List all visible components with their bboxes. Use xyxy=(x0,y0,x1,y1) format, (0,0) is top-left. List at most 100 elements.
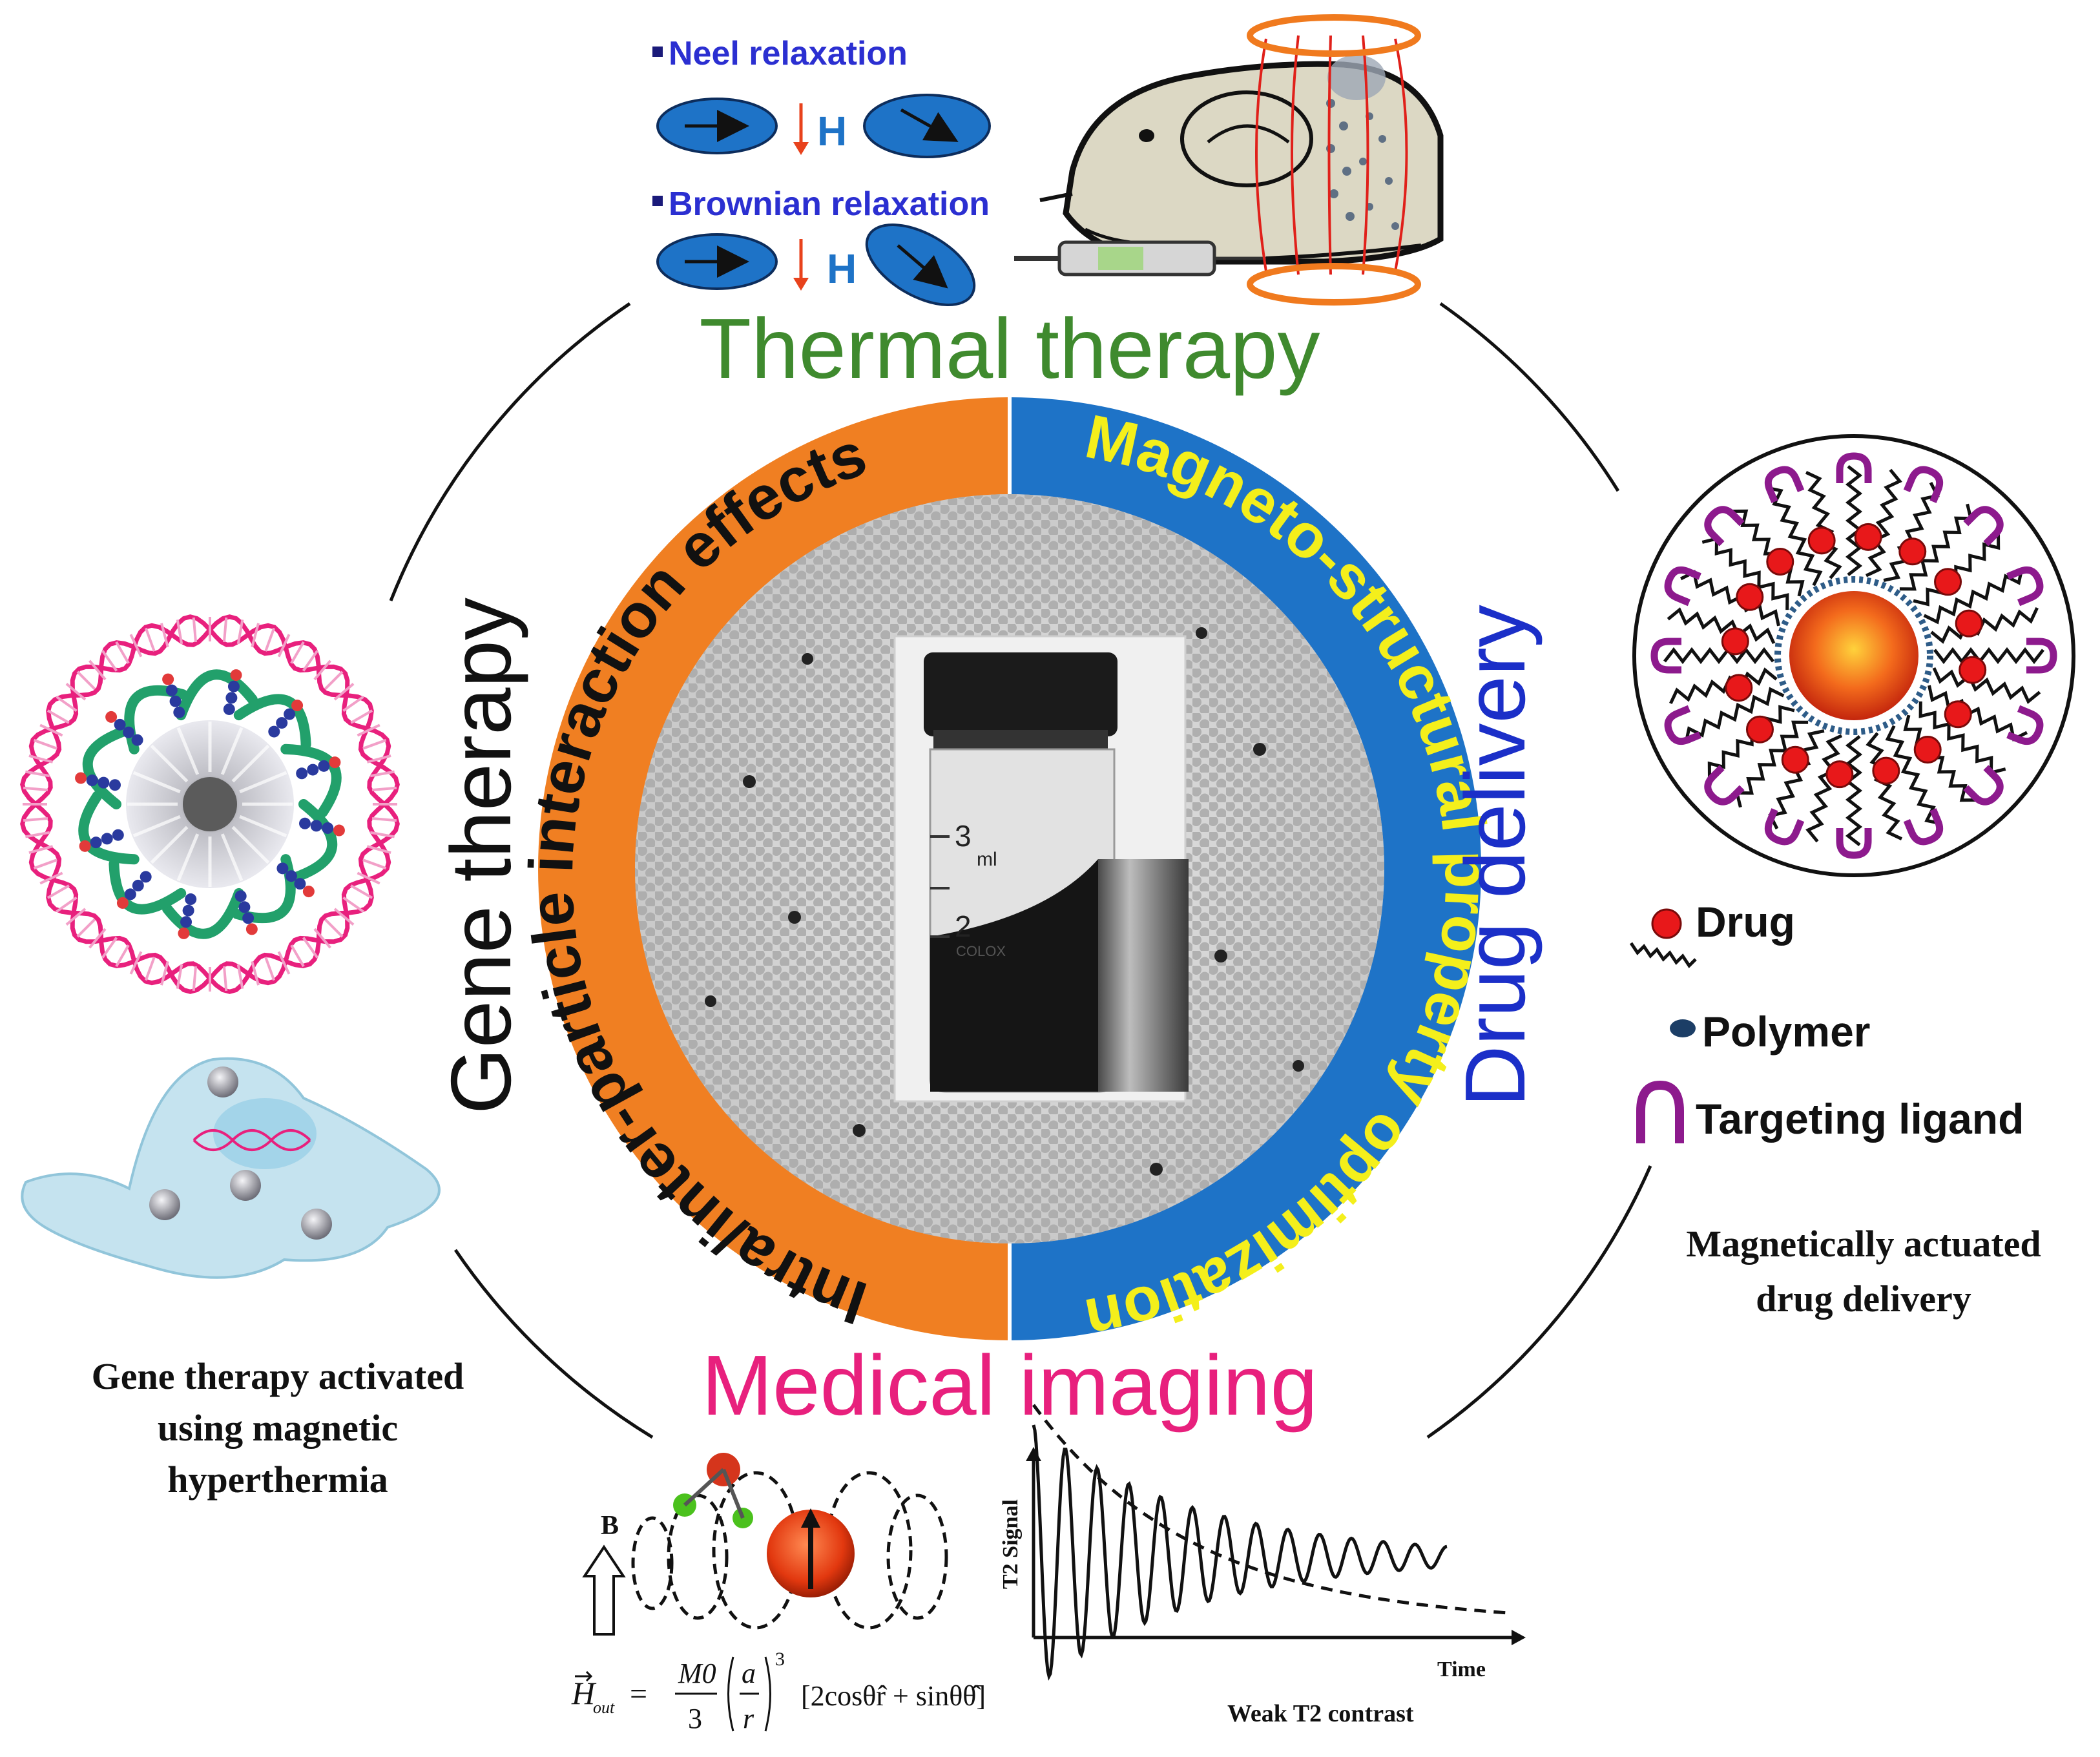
dna-rung xyxy=(129,951,143,975)
polymer-chain xyxy=(1845,735,1863,846)
blue-bead xyxy=(86,775,98,787)
targeting-ligand xyxy=(1704,765,1745,806)
dna-rung xyxy=(333,908,355,926)
green-strand xyxy=(82,726,129,809)
blue-bead xyxy=(185,893,197,906)
svg-text:3: 3 xyxy=(775,1648,785,1670)
blue-bead xyxy=(296,767,308,780)
blue-bead xyxy=(178,927,190,939)
blue-bead xyxy=(245,923,258,935)
dna-rung xyxy=(290,944,305,968)
targeting-ligand xyxy=(1664,705,1701,745)
dna-rung xyxy=(160,961,169,986)
time-axis-label: Time xyxy=(1437,1658,1486,1681)
dna-rung xyxy=(39,871,63,885)
dna-rung xyxy=(88,928,107,949)
core-ray xyxy=(176,727,200,775)
dna-rung xyxy=(264,957,276,981)
field-label-neel: H xyxy=(817,108,847,154)
targeting-ligand xyxy=(1650,638,1681,674)
blue-bead xyxy=(109,779,121,791)
dna-rung xyxy=(342,696,364,712)
blue-bead xyxy=(242,912,255,924)
field-label-brownian: H xyxy=(827,245,857,292)
polymer-chain xyxy=(1684,687,1785,743)
targeting-ligand xyxy=(1664,566,1701,607)
blue-bead xyxy=(225,692,238,704)
blue-bead xyxy=(140,871,152,883)
dna-rung xyxy=(56,696,78,712)
dna-rung xyxy=(313,660,331,681)
polymer-chain xyxy=(1667,607,1776,645)
dna-rung xyxy=(362,738,387,750)
blue-bead xyxy=(318,760,330,772)
gene-caption-line1: Gene therapy activated xyxy=(92,1355,464,1397)
blue-bead xyxy=(276,717,288,729)
blue-bead xyxy=(310,820,322,832)
targeting-ligand xyxy=(1963,506,2004,546)
legend-ligand-icon xyxy=(1636,1080,1684,1143)
blue-bead xyxy=(329,756,341,769)
targeting-ligand xyxy=(1764,466,1805,503)
t2-axis-label: T2 Signal xyxy=(999,1499,1023,1589)
polymer-chain xyxy=(1701,536,1789,610)
dna-rung xyxy=(357,871,380,885)
targeting-ligand xyxy=(1836,828,1872,859)
blue-bead xyxy=(234,890,247,902)
drug-dot xyxy=(1898,537,1927,566)
blue-bead xyxy=(182,904,194,917)
blue-bead xyxy=(322,822,334,834)
blue-bead xyxy=(131,734,143,746)
drug-dot xyxy=(1854,523,1882,551)
brownian-label: Brownian relaxation xyxy=(669,185,990,223)
targeting-ligand xyxy=(1836,452,1872,483)
blue-bead xyxy=(333,824,345,837)
dna-rung xyxy=(236,964,244,989)
legend-polymer-label: Polymer xyxy=(1702,1008,1870,1055)
targeting-ligand xyxy=(1963,765,2004,806)
svg-text:r: r xyxy=(743,1703,754,1734)
dna-rung xyxy=(192,966,198,992)
core-ray xyxy=(231,826,270,864)
cell-illustration xyxy=(21,1057,441,1279)
polymer-chain xyxy=(1669,667,1778,705)
dna-rung xyxy=(251,623,260,648)
dna-rung xyxy=(350,709,373,724)
green-strand xyxy=(176,669,258,721)
dna-rung xyxy=(76,918,96,938)
svg-text:M0: M0 xyxy=(678,1658,716,1689)
legend-drug-label: Drug xyxy=(1696,898,1795,946)
blue-bead xyxy=(173,706,185,718)
dna-rung xyxy=(129,634,143,658)
dna-rung xyxy=(222,617,228,643)
blue-bead xyxy=(294,878,306,890)
dna-rung xyxy=(33,738,57,750)
polymer-chain xyxy=(1707,705,1795,778)
vial-brand: COLOX xyxy=(956,943,1006,959)
svg-text:a: a xyxy=(742,1658,756,1689)
core-ray xyxy=(220,833,244,882)
neel-label: Neel relaxation xyxy=(669,35,908,72)
gene-caption-line3: hyperthermia xyxy=(167,1459,388,1501)
green-strand xyxy=(233,694,311,750)
drug-dot xyxy=(1807,526,1836,555)
dna-rung xyxy=(160,623,169,648)
vial-mark-ml: ml xyxy=(977,849,997,870)
polymer-chain xyxy=(1923,568,2024,625)
dna-rung xyxy=(76,671,96,691)
core-ray xyxy=(150,744,189,783)
legend-polymer-icon xyxy=(1629,942,1697,968)
dna-rung xyxy=(302,650,318,672)
dna-rung xyxy=(65,908,87,926)
drug-dot xyxy=(1959,656,1987,684)
drug-dot xyxy=(1913,736,1942,764)
blue-bead xyxy=(132,879,144,891)
blue-bead xyxy=(112,829,124,841)
drug-dot xyxy=(1872,756,1900,785)
blue-bead xyxy=(162,673,174,685)
blue-bead xyxy=(114,718,126,731)
t2-envelope xyxy=(1032,1404,1510,1615)
core-ray xyxy=(239,771,287,794)
dna-rung xyxy=(290,641,305,664)
b-field-label: B xyxy=(601,1511,619,1541)
